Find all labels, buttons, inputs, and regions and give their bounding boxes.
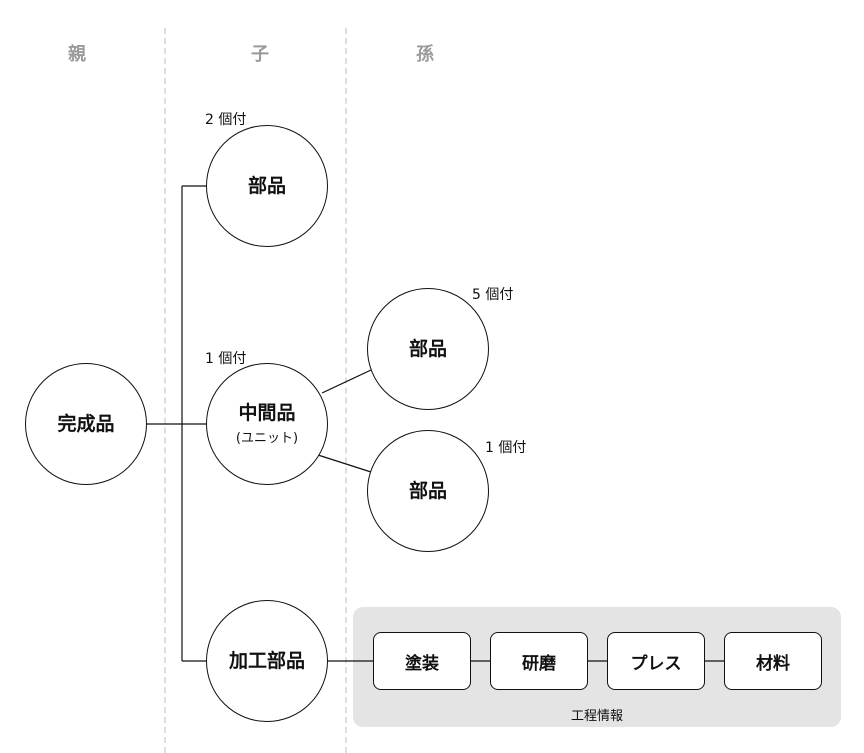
node-label: 部品 [247,174,286,197]
column-divider-1 [164,28,166,753]
node-label: 部品 [408,479,447,502]
quantity-label-grandchild-1: 5 個付 [472,287,514,303]
node-label: 完成品 [57,412,115,435]
node-intermediate[interactable]: 中間品 (ユニット) [206,363,328,485]
column-header-parent: 親 [68,44,86,65]
node-label: 部品 [408,337,447,360]
node-sublabel: (ユニット) [235,431,299,447]
node-label: 加工部品 [228,649,305,672]
quantity-label-grandchild-2: 1 個付 [485,440,527,456]
quantity-label-child-part: 2 個付 [205,112,247,128]
node-machined-part[interactable]: 加工部品 [206,600,328,722]
column-header-child: 子 [251,44,269,65]
node-grandchild-part-1[interactable]: 部品 [367,288,489,410]
node-grandchild-part-2[interactable]: 部品 [367,430,489,552]
process-step-painting[interactable]: 塗装 [373,632,471,690]
column-header-grandchild: 孫 [416,44,434,65]
connector-intermediate-grand-1 [321,369,372,394]
quantity-label-intermediate: 1 個付 [205,351,247,367]
connector-intermediate-grand-2 [317,454,372,473]
node-finished-product[interactable]: 完成品 [25,363,147,485]
process-step-press[interactable]: プレス [607,632,705,690]
node-child-part[interactable]: 部品 [206,125,328,247]
process-step-polishing[interactable]: 研磨 [490,632,588,690]
process-info-caption: 工程情報 [570,709,623,724]
column-divider-2 [345,28,347,753]
node-label: 中間品 [238,401,296,424]
process-step-material[interactable]: 材料 [724,632,822,690]
